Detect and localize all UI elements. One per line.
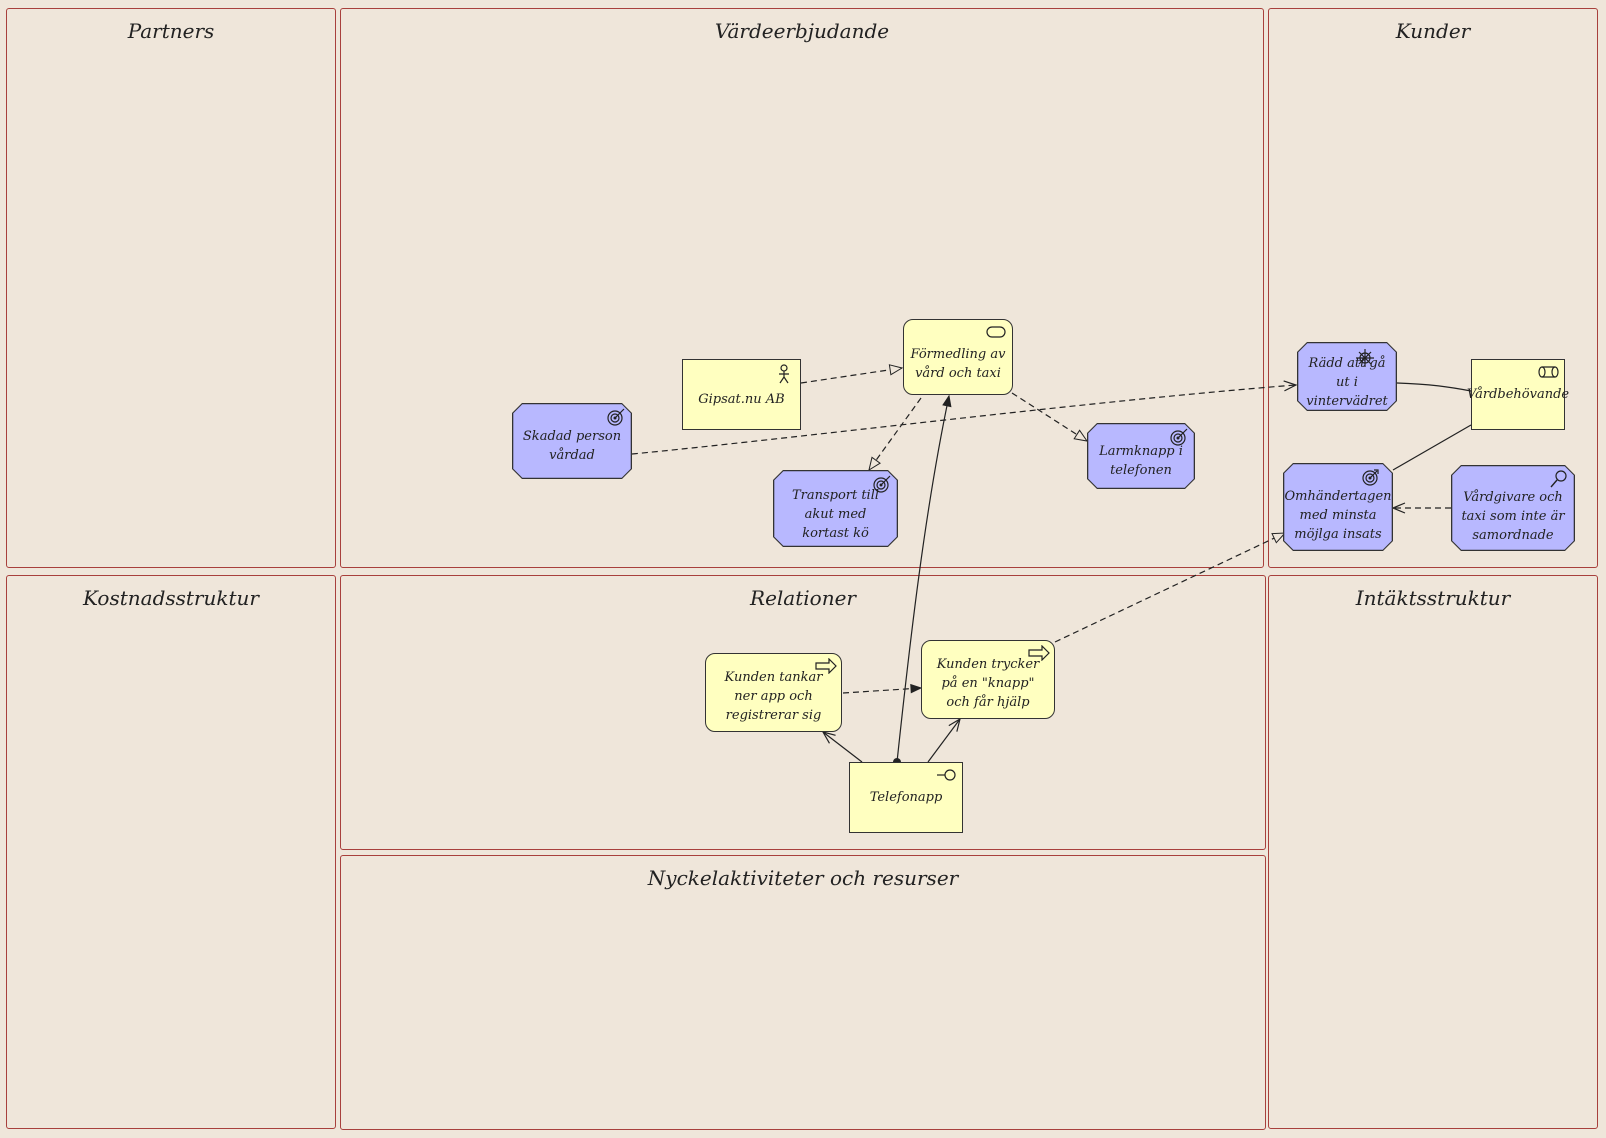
- service-icon: [986, 324, 1006, 340]
- node-omhandertagen-label: Omhändertagen med minsta möjlga insats: [1284, 488, 1392, 542]
- node-radd[interactable]: Rädd att gå ut i vintervädret: [1297, 342, 1397, 411]
- node-omhandertagen[interactable]: Omhändertagen med minsta möjlga insats: [1283, 463, 1393, 551]
- lane-partners: Partners: [6, 8, 336, 568]
- lane-title-costs: Kostnadsstruktur: [83, 586, 259, 610]
- node-skadad-label: Skadad person vårdad: [522, 429, 622, 463]
- process-icon: [1028, 645, 1050, 661]
- node-larmknapp[interactable]: Larmknapp i telefonen: [1087, 423, 1195, 489]
- node-tankar-label: Kunden tankar ner app och registrerar si…: [724, 670, 823, 723]
- node-trycker[interactable]: Kunden trycker på en "knapp" och får hjä…: [921, 640, 1055, 719]
- node-vardgivare[interactable]: Vårdgivare och taxi som inte är samordna…: [1451, 465, 1575, 551]
- lane-customers: Kunder: [1268, 8, 1598, 568]
- process-icon: [815, 658, 837, 674]
- lane-title-value: Värdeerbjudande: [714, 19, 890, 43]
- node-formedling[interactable]: Förmedling av vård och taxi: [903, 319, 1013, 395]
- node-formedling-label: Förmedling av vård och taxi: [910, 347, 1006, 381]
- actor-icon: [774, 364, 794, 384]
- driver-icon: [1355, 348, 1375, 364]
- goal-icon: [606, 407, 626, 423]
- lane-title-revenue: Intäktsstruktur: [1355, 586, 1511, 610]
- lane-title-partners: Partners: [127, 19, 215, 43]
- node-vardbehovande[interactable]: Vårdbehövande: [1467, 359, 1569, 430]
- node-skadad[interactable]: Skadad person vårdad: [512, 403, 632, 479]
- lane-revenue: Intäktsstruktur: [1268, 575, 1598, 1129]
- goal-icon: [1169, 427, 1189, 443]
- lane-relations: Relationer: [340, 575, 1266, 850]
- node-transport-label: Transport till akut med kortast kö: [791, 488, 880, 541]
- lane-title-activities: Nyckelaktiviteter och resurser: [647, 866, 959, 890]
- node-gipsat[interactable]: Gipsat.nu AB: [682, 359, 801, 430]
- outcome-icon: [1361, 467, 1381, 483]
- node-tankar[interactable]: Kunden tankar ner app och registrerar si…: [705, 653, 842, 732]
- lane-title-customers: Kunder: [1395, 19, 1471, 43]
- lane-costs: Kostnadsstruktur: [6, 575, 336, 1129]
- node-transport[interactable]: Transport till akut med kortast kö: [773, 470, 898, 547]
- node-vardbehovande-label: Vårdbehövande: [1466, 387, 1570, 402]
- node-telefonapp-label: Telefonapp: [869, 790, 943, 805]
- role-icon: [1538, 364, 1559, 380]
- assessment-icon: [1549, 469, 1569, 485]
- lane-value: Värdeerbjudande: [340, 8, 1264, 568]
- node-gipsat-label: Gipsat.nu AB: [698, 392, 785, 407]
- node-telefonapp[interactable]: Telefonapp: [849, 762, 963, 833]
- interface-icon: [936, 767, 956, 783]
- lane-activities: Nyckelaktiviteter och resurser: [340, 855, 1266, 1130]
- node-vardgivare-label: Vårdgivare och taxi som inte är samordna…: [1461, 489, 1565, 543]
- node-radd-label: Rädd att gå ut i vintervädret: [1306, 356, 1388, 409]
- lane-title-relations: Relationer: [750, 586, 856, 610]
- node-larmknapp-label: Larmknapp i telefonen: [1099, 444, 1183, 478]
- node-trycker-label: Kunden trycker på en "knapp" och får hjä…: [936, 657, 1040, 710]
- goal-icon: [872, 474, 892, 490]
